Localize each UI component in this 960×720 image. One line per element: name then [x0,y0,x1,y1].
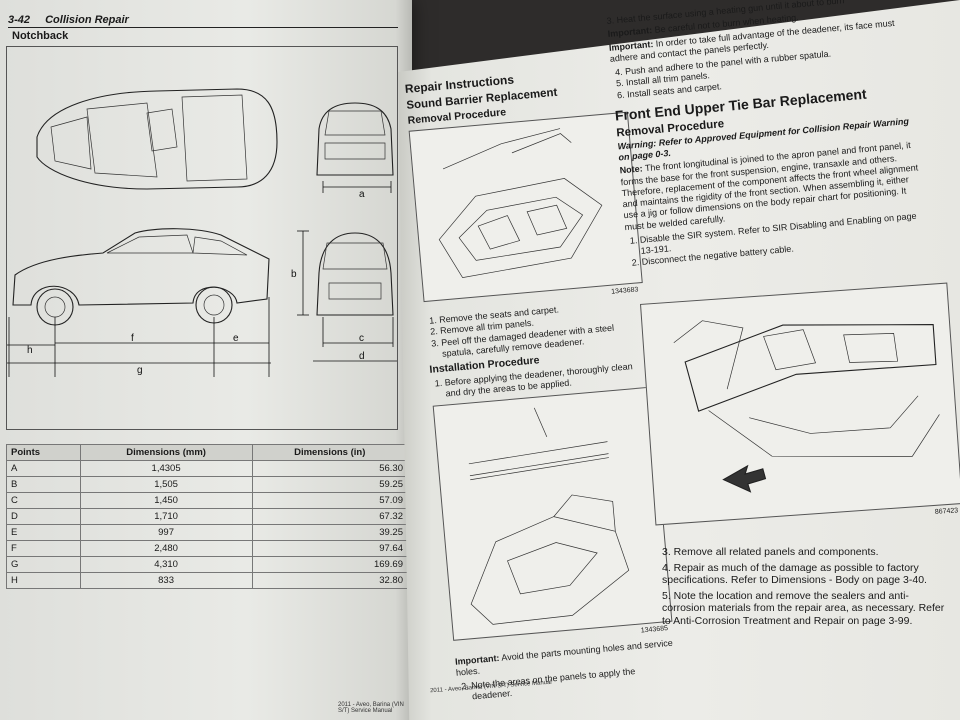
dim-label-f: f [131,333,134,344]
dim-label-c: c [359,333,364,344]
point-cell: A [6,460,81,477]
note-label: Note: [619,163,644,176]
in-cell: 32.80 [251,572,408,589]
dim-label-g: g [137,365,143,376]
mm-cell: 1,450 [79,492,253,509]
in-cell: 56.30 [251,460,408,477]
in-cell: 39.25 [251,524,408,541]
right-column-2: 3. Heat the surface using a heating gun … [606,0,927,270]
list-item: 4. Repair as much of the damage as possi… [662,561,927,587]
in-cell: 97.64 [251,540,408,557]
dimensions-table: Points Dimensions (mm) Dimensions (in) A… [6,444,408,589]
car-front-view: b c d [291,230,397,362]
point-cell: H [6,572,81,589]
point-cell: B [6,476,81,493]
right-column-1: Repair Instructions Sound Barrier Replac… [404,59,678,704]
in-cell: 169.69 [251,556,408,573]
dim-label-h: h [27,345,33,356]
mm-cell: 1,4305 [79,460,253,477]
in-cell: 59.25 [251,476,408,493]
page-number: 3-42 [8,14,31,26]
section-title: Collision Repair [45,14,129,26]
list-item: 3. Remove all related panels and compone… [662,546,879,558]
heat-step-cont: when heating. [742,12,800,28]
page-subtitle: Notchback [12,30,69,42]
point-cell: C [6,492,81,509]
important-label: Important: [454,652,500,667]
mm-cell: 833 [79,572,253,589]
figure-body-shell: 1343685 [432,386,673,641]
car-dimension-diagram: a h f e g [7,88,397,377]
point-cell: G [6,556,81,573]
dim-label-d: d [359,351,365,362]
dim-label-b: b [291,269,297,280]
mm-cell: 1,710 [79,508,253,525]
mm-cell: 1,505 [79,476,253,493]
table-header-row: Points Dimensions (mm) Dimensions (in) [6,444,408,461]
left-page: 3-42 Collision Repair Notchback a [0,0,412,720]
in-cell: 57.09 [251,492,408,509]
car-top-view [36,88,278,190]
figure-id-1: 1343683 [610,286,639,296]
dim-label-a: a [359,189,365,200]
important-1-label: Important: [607,25,653,40]
page-header: 3-42 Collision Repair [8,14,398,28]
col-header-in: Dimensions (in) [251,444,408,461]
in-cell: 67.32 [251,508,408,525]
car-rear-view: a [316,102,394,200]
col-header-points: Points [6,444,81,461]
mm-cell: 997 [79,524,253,541]
bottom-steps: 3. Remove all related panels and compone… [662,546,952,631]
dim-label-e: e [233,333,239,344]
point-cell: E [6,524,81,541]
car-side-view: h f e g [7,228,271,377]
floor-pan-illustration [438,128,603,279]
figure-floor-pan: 1343683 [408,111,643,303]
list-item: 5. Note the location and remove the seal… [662,589,945,627]
left-page-footer: 2011 - Aveo, Barina (VIN S/T) Service Ma… [338,702,404,714]
point-cell: D [6,508,81,525]
col-header-mm: Dimensions (mm) [79,444,253,461]
figure-front-tie-bar: 867423 [640,282,960,526]
point-cell: F [6,540,81,557]
mm-cell: 2,480 [79,540,253,557]
tie-bar-illustration [673,320,940,493]
mm-cell: 4,310 [79,556,253,573]
body-shell-illustration [468,407,630,625]
car-diagram-frame: a h f e g [6,46,398,430]
